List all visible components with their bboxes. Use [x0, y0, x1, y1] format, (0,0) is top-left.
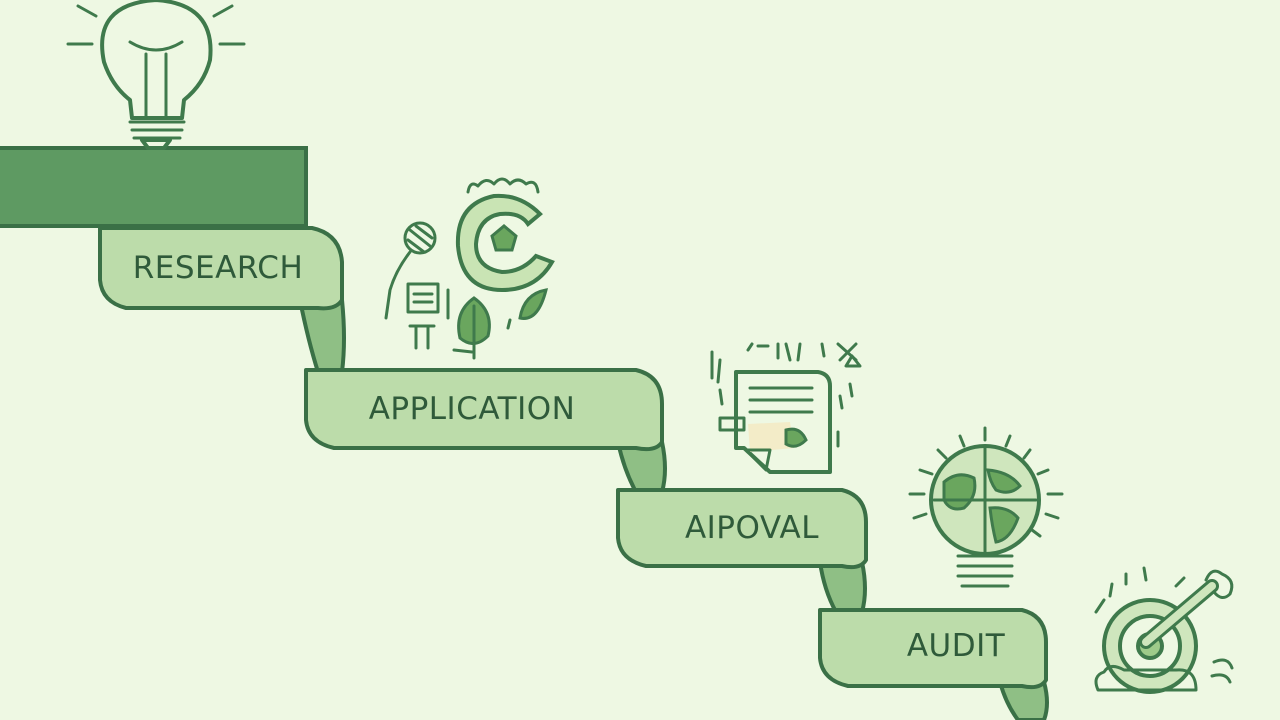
ribbon-folds [298, 298, 1049, 720]
globe-bulb-icon [908, 426, 1064, 588]
step-label-application: APPLICATION [369, 391, 576, 427]
step-label-audit: AUDIT [907, 628, 1006, 664]
ribbon-band-audit [818, 608, 1048, 690]
step-label-approval: AIPOVAL [685, 510, 819, 546]
ribbon-band-approval [616, 488, 868, 570]
ribbon-band-research [98, 226, 344, 311]
ribbon-band-application [304, 368, 664, 452]
document-icon [710, 342, 862, 474]
copyright-icon [384, 177, 555, 360]
ribbon-bands [98, 226, 1048, 690]
top-step-block [0, 146, 308, 228]
target-icon [1094, 566, 1234, 694]
step-label-research: RESEARCH [133, 250, 304, 286]
lightbulb-icon [66, 0, 246, 150]
